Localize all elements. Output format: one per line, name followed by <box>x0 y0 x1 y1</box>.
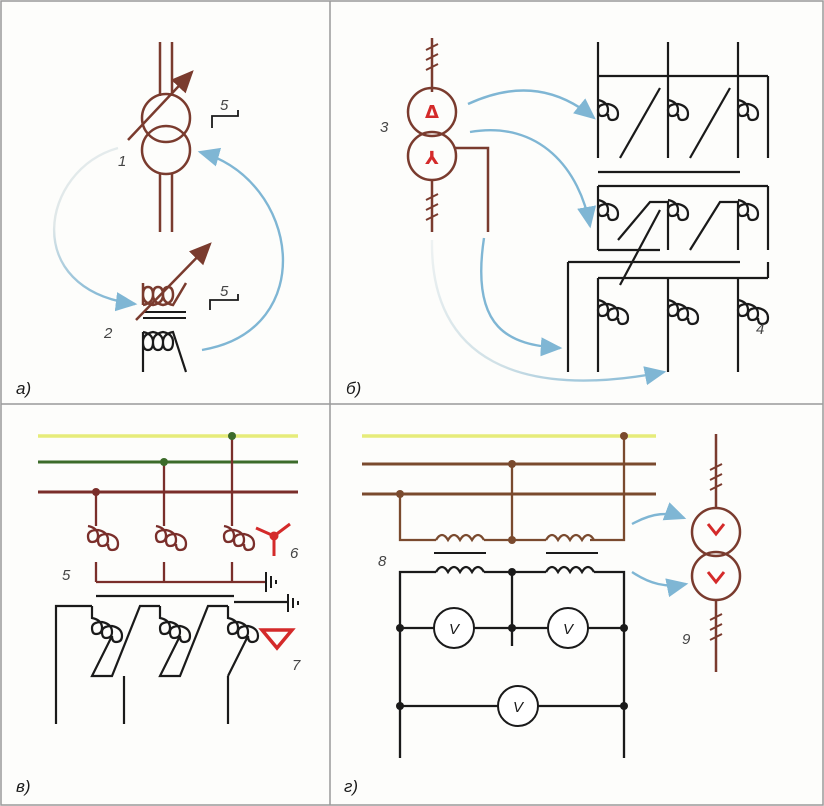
panel-g: V V V 8 9 г) <box>344 432 742 796</box>
arrow-to-transformer-bottom <box>631 571 689 598</box>
star-symbol: ⅄ <box>425 148 439 169</box>
ground-icon <box>287 594 299 612</box>
delta-secondary-windings <box>54 594 288 724</box>
voltmeter-bottom: V <box>497 685 539 727</box>
panel-label-v: в) <box>16 777 31 796</box>
winding-group-4 <box>566 184 770 372</box>
callout-6: 6 <box>290 545 299 562</box>
callout-8: 8 <box>378 553 387 570</box>
arrow-delta-to-top <box>467 89 596 120</box>
star-connection-icon <box>255 522 291 556</box>
transformer-1 <box>140 42 192 232</box>
callout-2: 2 <box>103 325 113 342</box>
transformer-9 <box>690 434 742 672</box>
adjustable-arrow-icon <box>127 70 194 141</box>
arrow-to-transformer-top <box>631 502 687 526</box>
v-connection-primary <box>398 436 626 543</box>
junction-dots <box>396 568 628 710</box>
voltmeter-icon: V <box>513 699 525 716</box>
arrow-star-to-bottom <box>479 237 563 357</box>
star-primary-windings <box>86 436 266 584</box>
ground-icon <box>265 572 277 592</box>
voltmeter-icon: V <box>563 621 575 638</box>
arrow-2-to-1 <box>197 147 284 352</box>
arrow-star-to-low <box>430 239 667 386</box>
transformer-3 <box>406 38 490 232</box>
arrow-1-to-2 <box>52 146 138 312</box>
delta-winding-top <box>596 42 770 174</box>
panel-label-b: б) <box>346 379 361 398</box>
callout-3: 3 <box>380 119 389 136</box>
junction-dots <box>92 432 236 496</box>
delta-connection-icon <box>258 628 296 651</box>
v-connection-secondary <box>398 565 626 758</box>
voltmeter-left: V <box>433 607 475 649</box>
arrow-delta-to-middle <box>469 129 597 229</box>
callout-1: 1 <box>118 153 126 170</box>
callout-7: 7 <box>292 657 301 674</box>
panel-label-a: а) <box>16 379 31 398</box>
panel-label-g: г) <box>344 777 358 796</box>
panel-v: 5 6 7 в) <box>16 432 301 796</box>
panel-a: 5 1 5 2 а) <box>16 42 284 398</box>
junction-dots <box>396 432 628 544</box>
voltmeter-right: V <box>547 607 589 649</box>
bracket-icon <box>209 294 239 310</box>
callout-5-top: 5 <box>220 97 229 114</box>
callout-9: 9 <box>682 631 691 648</box>
bracket-icon <box>211 110 239 128</box>
chevron-down-icon <box>706 571 726 585</box>
callout-4: 4 <box>756 321 764 338</box>
adjustable-arrow-icon <box>135 242 212 321</box>
panel-b: Δ ⅄ 3 <box>346 38 770 398</box>
transformer-2 <box>141 282 188 373</box>
voltmeter-icon: V <box>449 621 461 638</box>
delta-symbol: Δ <box>425 102 439 123</box>
chevron-down-icon <box>706 523 726 537</box>
callout-5: 5 <box>62 567 71 584</box>
callout-5-bottom: 5 <box>220 283 229 300</box>
